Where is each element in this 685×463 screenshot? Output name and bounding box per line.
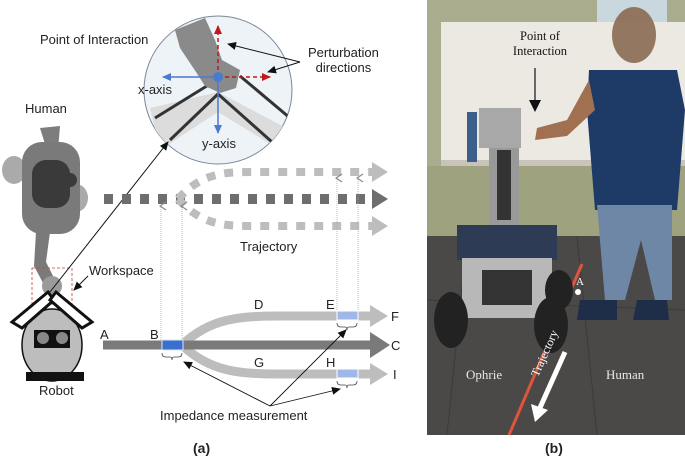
point-label-g: G xyxy=(254,355,265,370)
label-perturbation-line1: Perturbation xyxy=(308,45,379,60)
photo-label-point-of-interaction: Point of Interaction xyxy=(512,29,568,59)
point-label-b: B xyxy=(150,327,159,342)
trajectory-paths xyxy=(103,305,390,389)
point-label-f: F xyxy=(391,309,399,324)
caption-a: (a) xyxy=(193,440,211,456)
interaction-zoom-circle xyxy=(143,15,301,165)
label-point-of-interaction: Point of Interaction xyxy=(40,32,149,47)
measurement-h xyxy=(336,368,359,379)
point-label-h: H xyxy=(326,355,336,370)
robot-photo xyxy=(434,108,573,353)
photo-label-poi-line1: Point of xyxy=(520,29,560,43)
caption-b: (b) xyxy=(545,440,563,456)
label-perturbation-directions: Perturbation directions xyxy=(308,45,379,75)
point-label-d: D xyxy=(254,297,264,312)
label-robot: Robot xyxy=(39,383,74,398)
label-human: Human xyxy=(25,101,67,116)
workspace-box xyxy=(31,267,73,305)
measurement-b xyxy=(161,339,184,351)
point-label-e: E xyxy=(326,297,335,312)
diagram-panel-a xyxy=(2,15,390,407)
label-workspace: Workspace xyxy=(89,263,154,278)
interaction-point xyxy=(213,72,223,82)
point-a-marker xyxy=(575,289,581,295)
robot-icon xyxy=(9,289,95,382)
label-perturbation-line2: directions xyxy=(315,60,372,75)
photo-label-ophrie: Ophrie xyxy=(466,367,503,382)
human-icon xyxy=(2,126,88,296)
photo-label-human: Human xyxy=(606,367,645,382)
photo-label-point-a: A xyxy=(576,276,584,288)
point-label-i: I xyxy=(393,367,397,382)
dashed-trajectory xyxy=(104,162,388,236)
photo-label-poi-line2: Interaction xyxy=(512,44,568,58)
label-impedance-measurement: Impedance measurement xyxy=(160,408,308,423)
measurement-e xyxy=(336,310,359,321)
point-label-c: C xyxy=(391,338,401,353)
label-y-axis: y-axis xyxy=(202,136,236,151)
photo-panel-b xyxy=(427,0,685,435)
label-x-axis: x-axis xyxy=(138,82,172,97)
human-photo xyxy=(535,7,685,320)
point-label-a: A xyxy=(100,327,109,342)
label-trajectory: Trajectory xyxy=(240,239,298,254)
